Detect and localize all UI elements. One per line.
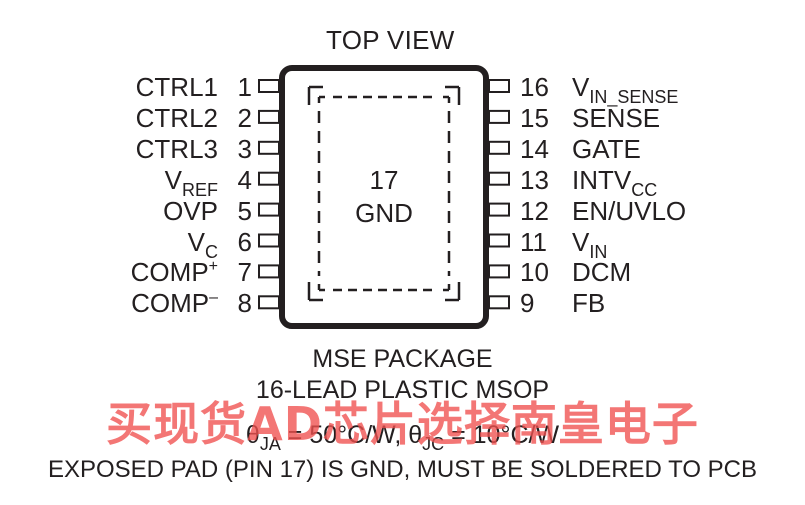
pin-name-superscript: – — [209, 289, 218, 307]
pin-name-superscript: + — [208, 258, 218, 276]
pin-name-main: OVP — [163, 195, 218, 226]
pin-number: 7 — [237, 257, 252, 288]
pin-number: 2 — [237, 102, 252, 133]
pin-name: COMP– — [131, 288, 218, 319]
pin-number: 3 — [237, 133, 252, 164]
pin-name-main: DCM — [572, 257, 632, 288]
pin-name-main: SENSE — [572, 102, 661, 133]
watermark-text: 买现货AD芯片选择南皇电子 — [106, 397, 699, 451]
view-title: TOP VIEW — [326, 25, 455, 55]
pin-lead-9 — [488, 295, 510, 310]
pin-name: SENSE — [572, 105, 660, 131]
pin-name: INTVCC — [572, 164, 657, 199]
theta-ja-symbol: θ — [245, 421, 260, 449]
theta-jc-sub: JC — [422, 434, 445, 454]
pin-name-subscript: IN — [589, 241, 608, 262]
pin-lead-16 — [488, 79, 510, 93]
pin-name-main: EN/UVLO — [572, 195, 687, 226]
thermal-resistance: θJA = 50°C/W, θJC = 10°C/W — [0, 421, 805, 454]
pin-lead-6 — [258, 233, 280, 248]
pin-name: FB — [572, 290, 605, 316]
pin-number: 14 — [520, 133, 549, 164]
pin-lead-1 — [258, 79, 280, 93]
right-pin-leads — [488, 79, 510, 310]
pin-name-main: INTV — [572, 164, 632, 195]
theta-ja-sub: JA — [259, 434, 281, 454]
pin-name-subscript: C — [205, 241, 218, 262]
pin-name: GATE — [572, 136, 641, 162]
pin-lead-13 — [488, 171, 510, 186]
pin-lead-11 — [488, 233, 510, 248]
pin-number: 5 — [237, 195, 252, 226]
pin-name-main: FB — [572, 288, 606, 319]
pin-number: 9 — [520, 288, 535, 319]
pin-name: OVP — [163, 198, 218, 224]
pin-number: 15 — [520, 102, 549, 133]
left-pin-leads — [258, 79, 280, 310]
pin-name: VREF — [164, 164, 218, 199]
pin-name: EN/UVLO — [572, 198, 686, 224]
pin-lead-4 — [258, 171, 280, 186]
pin-name: CTRL2 — [136, 105, 218, 131]
exposed-pad-outline — [307, 85, 461, 302]
pin-number: 13 — [520, 164, 549, 195]
pin-name-main: COMP — [131, 288, 210, 319]
pin-lead-10 — [488, 264, 510, 279]
pin-lead-2 — [258, 109, 280, 124]
pin-name-main: COMP — [130, 257, 209, 288]
pin-name-main: V — [187, 226, 205, 257]
pin-name: CTRL1 — [136, 74, 218, 100]
pin-name-main: V — [572, 226, 590, 257]
theta-ja-value: = 50°C/W, — [280, 421, 409, 449]
package-lead-type: 16-LEAD PLASTIC MSOP — [255, 376, 550, 404]
pin-number: 8 — [237, 288, 252, 319]
exposed-pad-number: 17 — [369, 165, 399, 195]
pin-number: 10 — [520, 257, 549, 288]
pin-name: VC — [187, 226, 218, 261]
pin-name: VIN — [572, 226, 607, 261]
theta-jc-symbol: θ — [408, 421, 423, 449]
theta-jc-value: = 10°C/W — [444, 421, 560, 449]
pin-name: VIN_SENSE — [572, 72, 678, 106]
pin-name: COMP+ — [130, 257, 218, 288]
pin-number: 4 — [237, 164, 252, 195]
pin-name-subscript: REF — [182, 179, 218, 200]
pin-lead-8 — [258, 295, 280, 310]
pin-number: 6 — [237, 226, 252, 257]
pin-lead-3 — [258, 140, 280, 155]
pin-name-main: V — [164, 164, 182, 195]
exposed-pad-name: GND — [355, 198, 413, 228]
pin-name: CTRL3 — [136, 136, 218, 162]
pin-name-main: CTRL1 — [135, 72, 218, 102]
pin-number: 16 — [520, 72, 549, 102]
pin-lead-14 — [488, 140, 510, 155]
package-body — [279, 65, 489, 329]
pin-name-main: CTRL3 — [135, 133, 218, 164]
pin-name-main: CTRL2 — [135, 102, 218, 133]
pin-number: 11 — [520, 226, 547, 257]
pin-name-main: V — [572, 72, 590, 102]
pin-number: 12 — [520, 195, 549, 226]
pin-name-subscript: IN_SENSE — [589, 87, 679, 107]
package-name: MSE PACKAGE — [312, 345, 493, 373]
pin-name: DCM — [572, 259, 631, 285]
pin-lead-15 — [488, 109, 510, 124]
pin-number: 1 — [237, 72, 252, 102]
pin-name-subscript: CC — [631, 179, 658, 200]
pin-lead-7 — [258, 264, 280, 279]
pin-lead-12 — [488, 202, 510, 217]
exposed-pad-note: EXPOSED PAD (PIN 17) IS GND, MUST BE SOL… — [47, 456, 758, 483]
pin-name-main: GATE — [572, 133, 641, 164]
pin-lead-5 — [258, 202, 280, 217]
